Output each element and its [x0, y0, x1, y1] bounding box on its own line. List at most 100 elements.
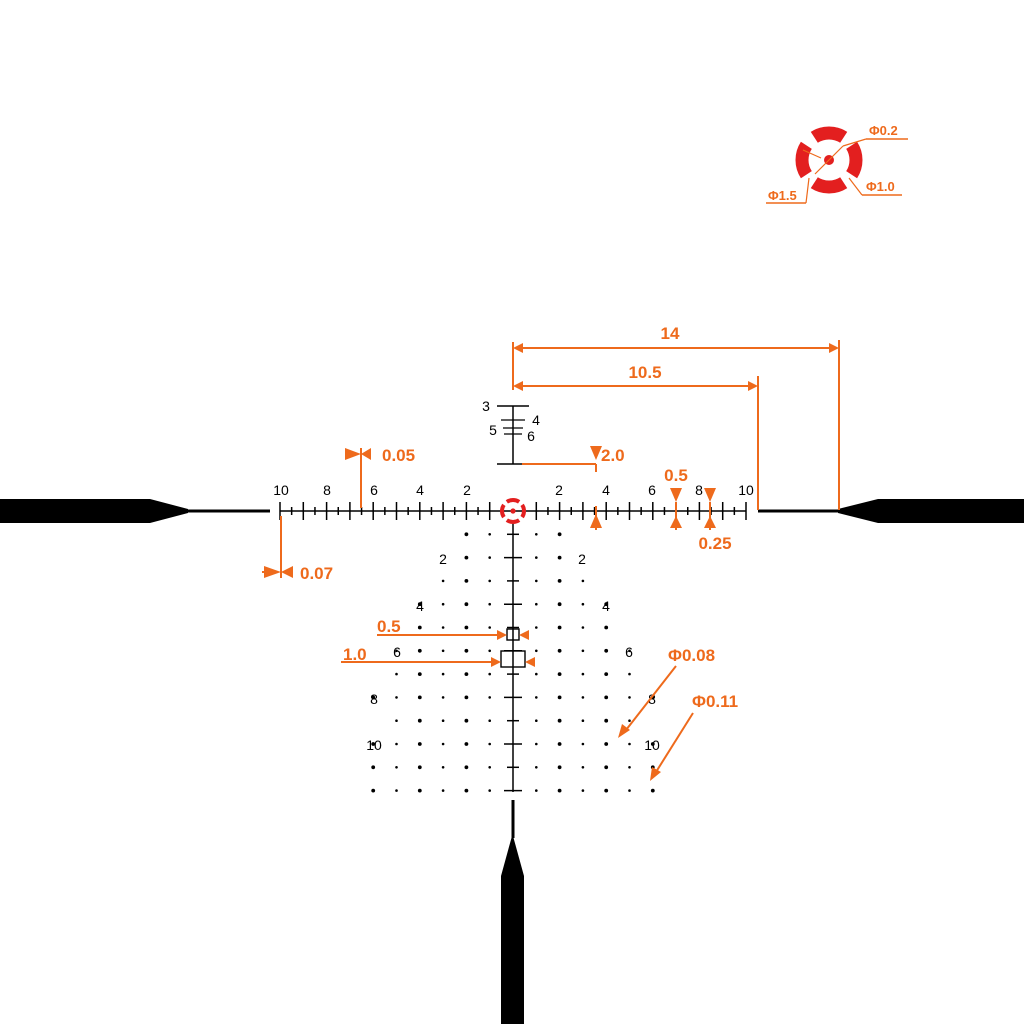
holdover-dot	[464, 765, 469, 770]
h-label-left-8: 8	[323, 482, 331, 498]
detail-leader-line	[805, 177, 810, 204]
holdover-dot	[441, 766, 445, 769]
holdover-dot	[650, 742, 655, 746]
holdover-dot	[557, 648, 562, 653]
holdover-dot	[464, 555, 469, 560]
holdover-dot	[441, 579, 445, 583]
holdover-dot	[417, 788, 422, 793]
holdover-dot	[535, 719, 538, 722]
holdover-dot	[488, 766, 492, 769]
h-label-right-10: 10	[738, 482, 754, 498]
holdover-dot	[371, 765, 376, 770]
detail-ring-segment	[845, 141, 863, 179]
holdover-dot	[464, 788, 469, 793]
v-label-left-6: 6	[393, 644, 401, 660]
holdover-dot	[650, 788, 655, 793]
holdover-dot	[535, 742, 538, 746]
holdover-dot	[395, 742, 398, 746]
center-ring-segment	[500, 503, 506, 519]
holdover-dot	[628, 742, 631, 746]
dimension-lines	[262, 340, 840, 773]
holdover-dot	[557, 555, 562, 560]
detail-leader-line	[842, 138, 867, 147]
dim-tick-thickness: 0.07	[300, 564, 333, 583]
holdover-dot	[628, 719, 631, 722]
dim-dot-large: Φ0.11	[692, 692, 738, 711]
holdover-dot	[395, 766, 398, 769]
holdover-dot	[604, 788, 609, 793]
holdover-dot	[581, 672, 585, 676]
holdover-dot	[535, 649, 538, 653]
holdover-dot	[535, 766, 538, 769]
holdover-dot	[581, 579, 585, 583]
holdover-dot	[628, 649, 631, 653]
detail-ring-outer-label: Φ1.5	[768, 188, 797, 203]
holdover-dot	[417, 625, 422, 630]
rangefinder-stadia: 3 4 5 6	[482, 398, 540, 465]
detail-ring-segment	[810, 176, 848, 194]
vertical-ticks	[504, 533, 522, 792]
holdover-dot	[441, 789, 445, 792]
dim-hash-width-large: 1.0	[343, 645, 367, 664]
holdover-dot	[628, 789, 631, 792]
center-ring-segment	[520, 503, 526, 519]
holdover-dot	[604, 602, 609, 607]
holdover-dot	[417, 742, 422, 746]
h-label-left-2: 2	[463, 482, 471, 498]
holdover-dot	[488, 579, 492, 583]
holdover-dot	[535, 533, 538, 536]
holdover-dot	[417, 672, 422, 676]
detail-leader-line	[814, 145, 844, 175]
holdover-dot	[441, 742, 445, 746]
dim-stadia-height: 2.0	[601, 446, 625, 465]
h-label-left-4: 4	[416, 482, 424, 498]
center-red-ring	[500, 498, 526, 524]
h-label-right-2: 2	[555, 482, 563, 498]
v-label-right-10: 10	[644, 737, 660, 753]
rangefinder-label-3: 3	[482, 398, 490, 414]
holdover-dot	[581, 649, 585, 653]
holdover-dot	[628, 672, 631, 676]
h-label-right-4: 4	[602, 482, 610, 498]
holdover-dot	[557, 718, 562, 723]
holdover-dot	[557, 695, 562, 700]
holdover-dot	[395, 672, 398, 676]
holdover-dot	[488, 602, 492, 606]
holdover-dot	[604, 672, 609, 676]
holdover-dot	[557, 602, 562, 607]
holdover-dot	[557, 579, 562, 583]
rangefinder-label-6: 6	[527, 428, 535, 444]
dim-tick-spacing-major: 0.5	[664, 466, 688, 485]
holdover-dot	[395, 696, 398, 699]
detail-ring-segment	[795, 141, 813, 179]
holdover-dot-grid	[371, 532, 655, 793]
bottom-thick-post	[501, 836, 524, 1024]
holdover-dot	[604, 765, 609, 770]
holdover-dot	[557, 742, 562, 746]
holdover-dot	[535, 602, 538, 606]
detail-ring-segment	[810, 126, 848, 144]
dim-dot-small: Φ0.08	[668, 646, 715, 665]
dimension-arrows	[264, 343, 839, 781]
horizontal-scale-labels: 10 8 6 4 2 2 4 6 8 10	[273, 482, 754, 498]
holdover-dot	[604, 625, 609, 630]
holdover-dot	[557, 788, 562, 793]
h-label-right-6: 6	[648, 482, 656, 498]
v-label-right-4: 4	[602, 598, 610, 614]
holdover-dot	[488, 626, 492, 629]
holdover-dot	[557, 672, 562, 676]
v-label-right-2: 2	[578, 551, 586, 567]
holdover-dot	[488, 556, 492, 559]
dimension-labels: 14 10.5 2.0 0.5 0.25 0.05 0.07 0.5 1.0 Φ…	[300, 324, 738, 711]
holdover-dot	[464, 625, 469, 630]
holdover-dot	[464, 672, 469, 676]
detail-inner-dot-label: Φ0.2	[869, 123, 898, 138]
center-detail-ring	[795, 126, 867, 204]
holdover-dot	[417, 765, 422, 770]
holdover-dot	[488, 533, 492, 536]
small-hash-box	[506, 628, 520, 641]
dim-inner-width: 10.5	[628, 363, 661, 382]
holdover-dot	[371, 742, 376, 746]
holdover-dot	[604, 695, 609, 700]
